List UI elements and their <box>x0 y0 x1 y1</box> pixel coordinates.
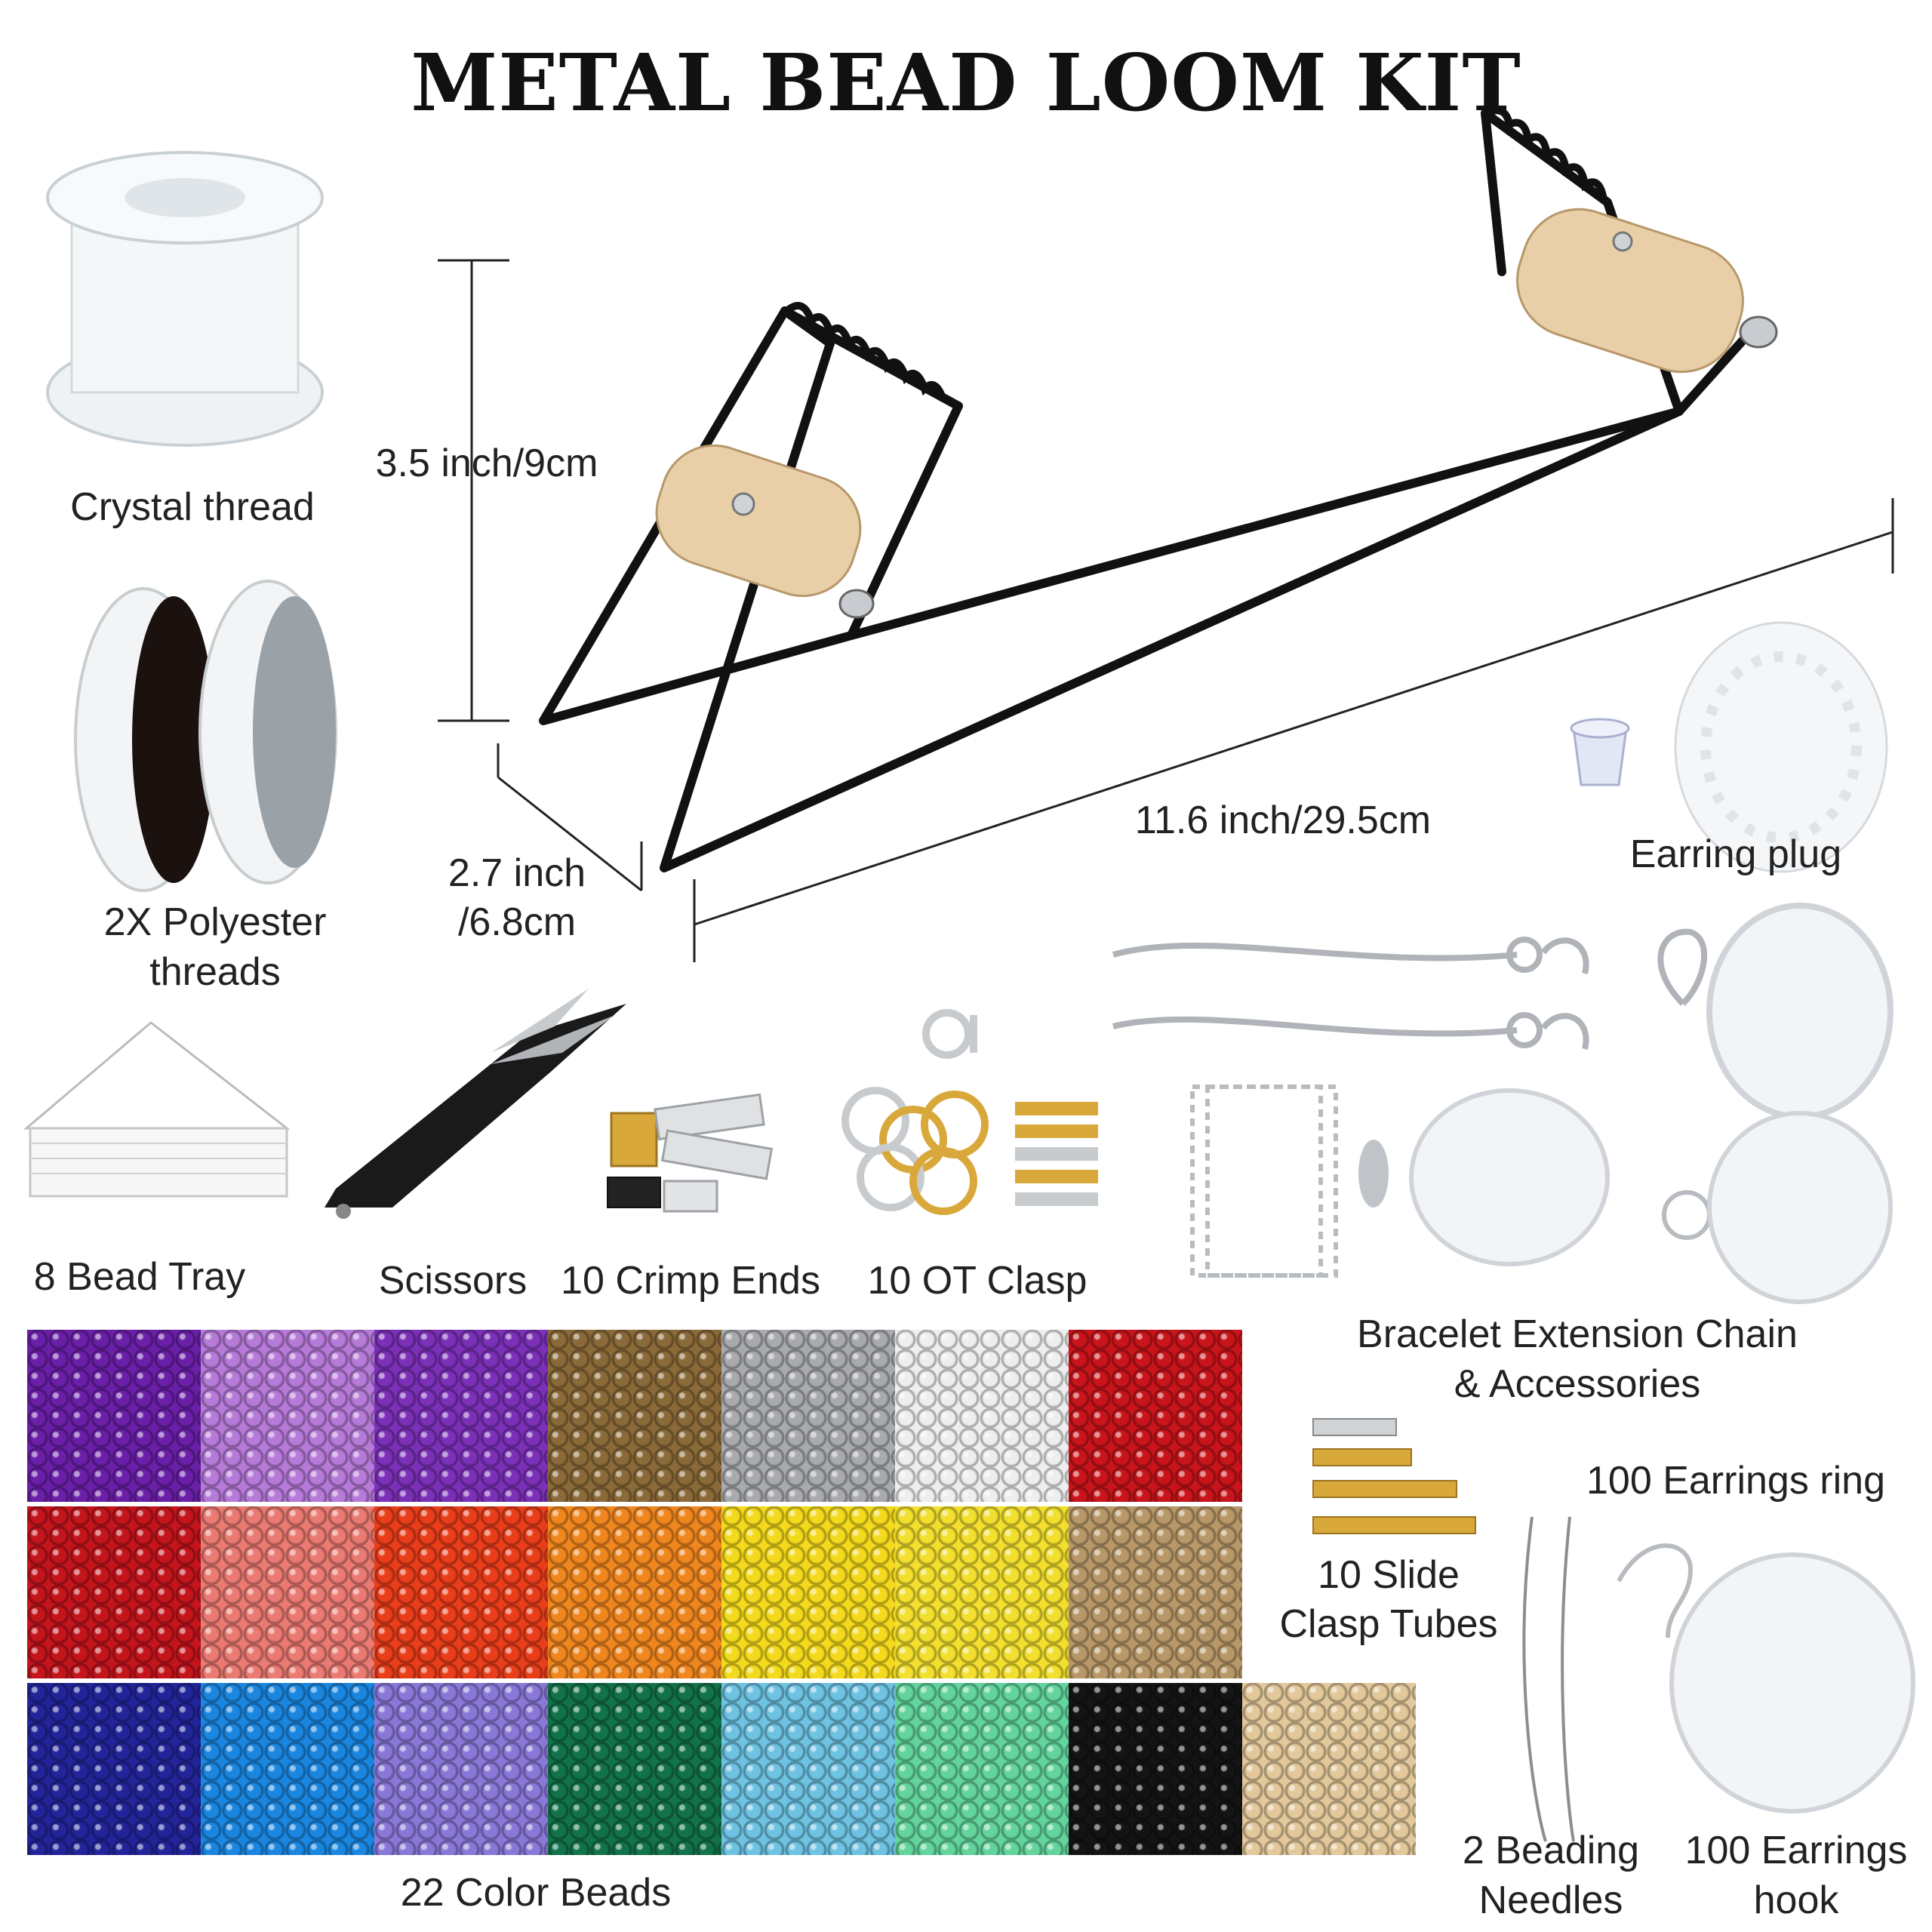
crimp-ends <box>607 1093 774 1213</box>
page-title: METAL BEAD LOOM KIT <box>411 36 1521 129</box>
bead-swatch <box>548 1506 721 1678</box>
label-earrings-hook-2: hook <box>1753 1878 1839 1922</box>
length-dimension <box>693 498 1894 962</box>
label-needles-2: Needles <box>1478 1878 1623 1922</box>
bead-swatch <box>27 1330 201 1502</box>
label-slide-clasp-1: 10 Slide <box>1318 1553 1460 1597</box>
bead-swatch <box>27 1683 201 1855</box>
label-slide-clasp-2: Clasp Tubes <box>1279 1602 1498 1646</box>
label-crimp-ends: 10 Crimp Ends <box>561 1259 820 1303</box>
label-bracelet-extension-2: & Accessories <box>1454 1362 1701 1406</box>
chain-and-accessories <box>1190 1084 1893 1304</box>
label-earrings-ring: 100 Earrings ring <box>1586 1459 1885 1503</box>
label-bead-tray: 8 Bead Tray <box>33 1255 246 1299</box>
wooden-roller-left <box>655 444 875 619</box>
color-beads-grid <box>27 1330 1431 1858</box>
label-needles-1: 2 Beading <box>1462 1829 1640 1872</box>
wooden-roller-right <box>1516 208 1778 374</box>
bead-swatch <box>548 1683 721 1855</box>
earring-plugs <box>1570 621 1888 873</box>
bead-swatch <box>895 1506 1069 1678</box>
earring-hooks <box>1617 1543 1915 1814</box>
bead-swatch <box>721 1330 895 1502</box>
slide-clasp-tubes <box>1312 1418 1476 1534</box>
label-crystal-thread: Crystal thread <box>70 485 315 529</box>
label-bracelet-extension-1: Bracelet Extension Chain <box>1357 1312 1798 1356</box>
ot-clasps <box>841 1009 1098 1215</box>
label-polyester-1: 2X Polyester <box>103 900 327 944</box>
bead-swatch <box>201 1683 374 1855</box>
bead-swatch <box>721 1506 895 1678</box>
scissors <box>325 989 626 1219</box>
label-earring-plug: Earring plug <box>1629 832 1842 876</box>
bead-trays <box>23 1021 291 1198</box>
bead-swatch <box>1069 1506 1242 1678</box>
bead-swatch <box>374 1330 548 1502</box>
bead-swatch <box>895 1683 1069 1855</box>
label-earrings-hook-1: 100 Earrings <box>1684 1829 1908 1872</box>
bead-swatch <box>895 1330 1069 1502</box>
label-height-dimension: 3.5 inch/9cm <box>375 441 598 485</box>
bead-swatch <box>1242 1683 1416 1855</box>
loom-springs <box>786 106 1607 401</box>
bead-swatch <box>721 1683 895 1855</box>
label-ot-clasp: 10 OT Clasp <box>867 1259 1088 1303</box>
bead-swatch <box>201 1506 374 1678</box>
bead-swatch <box>201 1330 374 1502</box>
bead-swatch <box>1069 1683 1242 1855</box>
depth-dimension <box>497 743 643 892</box>
label-depth-dimension-2: /6.8cm <box>457 900 577 944</box>
bead-swatch <box>374 1683 548 1855</box>
height-dimension <box>438 259 509 722</box>
beading-needles <box>1522 1516 1575 1842</box>
crystal-thread-spool <box>46 151 324 447</box>
bead-swatch <box>27 1506 201 1678</box>
label-depth-dimension-1: 2.7 inch <box>448 851 586 895</box>
label-color-beads: 22 Color Beads <box>400 1871 672 1915</box>
bead-swatch <box>374 1506 548 1678</box>
label-scissors: Scissors <box>378 1259 528 1303</box>
extension-chains <box>1112 903 1894 1120</box>
polyester-threads-spools <box>74 580 337 892</box>
label-length-dimension: 11.6 inch/29.5cm <box>1134 798 1432 842</box>
bead-swatch <box>1069 1330 1242 1502</box>
bead-swatch <box>548 1330 721 1502</box>
label-polyester-2: threads <box>149 950 281 994</box>
